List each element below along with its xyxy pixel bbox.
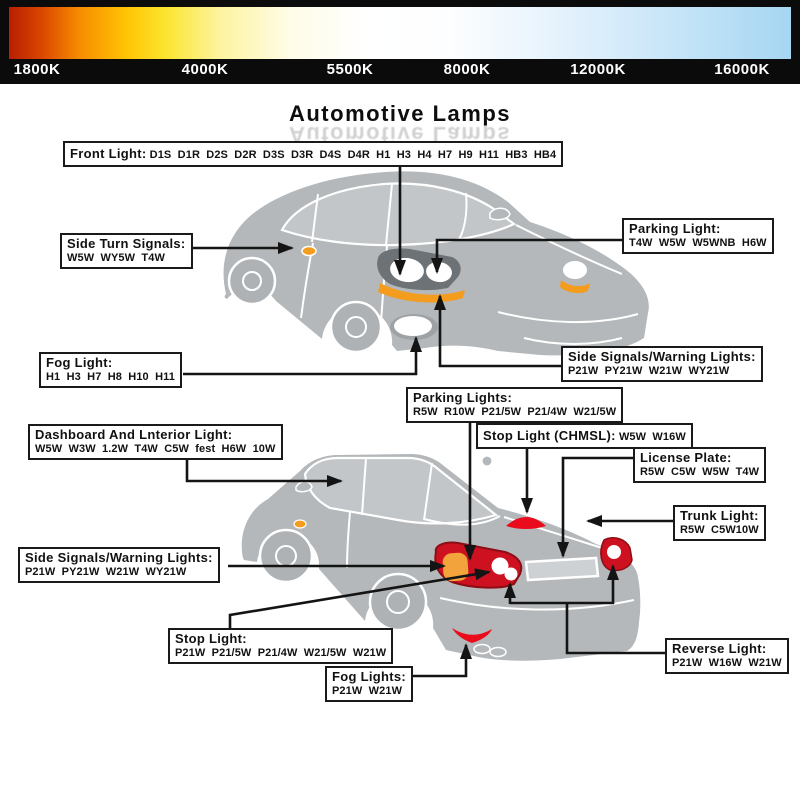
reverse-light-title: Reverse Light:: [672, 641, 767, 656]
car-rear-b-pillar-line: [361, 457, 367, 516]
reverse-light-values: P21W W16W W21W: [672, 656, 782, 669]
stop-light-rear-values: P21W P21/5W P21/4W W21/5W W21W: [175, 646, 387, 659]
car-front-a-pillar-line: [457, 192, 468, 242]
car-rear-windows: [303, 456, 499, 525]
side-marker-rear-car: [293, 519, 307, 529]
front-light-title: Front Light:: [70, 146, 147, 161]
reverse-light-callout: Reverse Light: P21W W16W W21W: [665, 638, 789, 674]
side-signals-rear-callout: Side Signals/Warning Lights: P21W PY21W …: [18, 547, 220, 583]
fog-lamp: [394, 316, 432, 336]
kelvin-label-4000k: 4000K: [181, 61, 229, 78]
kelvin-label-1800k: 1800K: [13, 61, 61, 78]
fog-lights-rear-callout: Fog Lights: P21W W21W: [325, 666, 414, 702]
arrow-license-plate: [557, 456, 633, 558]
stop-light-rear-callout: Stop Light: P21W P21/5W P21/4W W21/5W W2…: [168, 628, 394, 664]
car-front-mirror: [489, 207, 511, 221]
car-rear-parcel-line: [423, 515, 501, 526]
arrow-fog-lights-rear: [413, 643, 472, 678]
stop-light-rear-title: Stop Light:: [175, 631, 247, 646]
side-turn-signals-title: Side Turn Signals:: [67, 236, 186, 251]
car-rear-bumper-line: [439, 597, 635, 611]
license-plate-panel: [524, 556, 600, 582]
side-signals-front-callout: Side Signals/Warning Lights: P21W PY21W …: [561, 346, 763, 382]
fog-lights-rear-values: P21W W21W: [332, 684, 403, 697]
side-turn-signals-values: W5W WY5W T4W: [67, 251, 165, 264]
dashboard-interior-values: W5W W3W 1.2W T4W C5W fest H6W 10W: [35, 442, 276, 455]
reverse-bulb-left-a: [491, 557, 509, 575]
side-turn-signals-callout: Side Turn Signals: W5W WY5W T4W: [60, 233, 193, 269]
car-front-rear-pillar-line: [311, 193, 319, 243]
kelvin-label-16000k: 16000K: [714, 61, 770, 78]
car-front-hood-line: [515, 224, 623, 275]
kelvin-label-12000k: 12000K: [570, 61, 626, 78]
car-front-wheels: [227, 256, 383, 354]
side-signals-front-values: P21W PY21W W21W WY21W: [568, 364, 730, 377]
fog-lights-rear-title: Fog Lights:: [332, 669, 407, 684]
arrow-parking-light-front: [431, 238, 622, 274]
parking-lights-rear-values: R5W R10W P21/5W P21/4W W21/5W: [413, 405, 617, 418]
kelvin-bar: 1800K 4000K 5500K 8000K 12000K 16000K: [0, 0, 800, 84]
stop-light-chmsl-title: Stop Light (CHMSL):: [483, 428, 616, 443]
kelvin-label-8000k: 8000K: [443, 61, 491, 78]
license-plate-title: License Plate:: [640, 450, 732, 465]
car-rear-antenna: [481, 455, 493, 467]
arrow-stop-light-rear: [228, 568, 491, 628]
parking-light-front-values: T4W W5W W5WNB H6W: [629, 236, 767, 249]
tail-light-turn-signal: [442, 552, 469, 582]
car-rear-mirror: [295, 481, 313, 493]
rear-fog-light: [452, 628, 492, 643]
front-light-callout: Front Light: D1S D1R D2S D2R D3S D3R D4S…: [63, 141, 564, 168]
stop-light-chmsl-callout: Stop Light (CHMSL): W5W W16W: [476, 423, 693, 450]
headlight-far-side: [563, 261, 587, 279]
fog-light-front-callout: Fog Light: H1 H3 H7 H8 H10 H11: [39, 352, 182, 388]
kelvin-gradient: [9, 7, 791, 59]
dashboard-interior-callout: Dashboard And Lnterior Light: W5W W3W 1.…: [28, 424, 283, 460]
exhaust-pipes: [473, 643, 507, 658]
callout-arrows: [183, 163, 673, 678]
trunk-light-callout: Trunk Light: R5W C5W10W: [673, 505, 766, 541]
license-plate-callout: License Plate: R5W C5W W5W T4W: [633, 447, 767, 483]
car-front-intake-line: [523, 337, 623, 345]
page-title: Automotive Lamps: [288, 101, 512, 126]
chmsl-light: [506, 517, 546, 529]
trunk-light-values: R5W C5W10W: [680, 523, 759, 536]
turn-signal-strip-far: [560, 280, 590, 294]
stop-light-chmsl-values: W5W W16W: [618, 431, 686, 443]
reverse-bulb-left-b: [504, 567, 518, 581]
car-rear-door-seam: [346, 511, 351, 569]
fog-light-front-title: Fog Light:: [46, 355, 113, 370]
car-front-b-pillar-line: [385, 183, 393, 246]
reverse-bulb-right: [607, 545, 621, 559]
arrow-fog-light-front: [183, 336, 422, 376]
side-signals-rear-title: Side Signals/Warning Lights:: [25, 550, 213, 565]
license-plate-values: R5W C5W W5W T4W: [640, 465, 760, 478]
car-rear-wheels: [258, 528, 428, 632]
arrow-side-signals-front: [434, 294, 561, 368]
dashboard-interior-title: Dashboard And Lnterior Light:: [35, 427, 233, 442]
side-marker-front: [301, 245, 317, 257]
car-front-windows: [280, 182, 517, 247]
car-front-bumper-line: [497, 311, 639, 323]
car-rear-c-pillar-line: [423, 462, 433, 521]
arrow-reverse-light-stem: [565, 603, 665, 655]
fog-light-front-values: H1 H3 H7 H8 H10 H11: [46, 370, 175, 383]
parking-light-front-callout: Parking Light: T4W W5W W5WNB H6W: [622, 218, 774, 254]
side-signals-rear-values: P21W PY21W W21W WY21W: [25, 565, 187, 578]
arrow-dashboard-interior: [185, 455, 343, 487]
side-signals-front-title: Side Signals/Warning Lights:: [568, 349, 756, 364]
kelvin-label-5500k: 5500K: [326, 61, 374, 78]
trunk-light-title: Trunk Light:: [680, 508, 759, 523]
parking-lights-rear-title: Parking Lights:: [413, 390, 513, 405]
parking-light-front-title: Parking Light:: [629, 221, 721, 236]
parking-lights-rear-callout: Parking Lights: R5W R10W P21/5W P21/4W W…: [406, 387, 624, 423]
